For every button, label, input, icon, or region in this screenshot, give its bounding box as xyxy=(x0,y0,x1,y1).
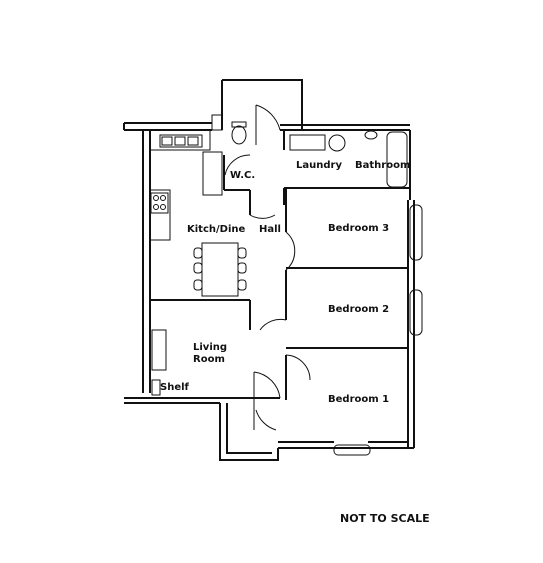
label-bedroom-2: Bedroom 2 xyxy=(328,304,389,315)
windows xyxy=(211,114,423,456)
label-shelf: Shelf xyxy=(160,382,190,393)
scale-note: NOT TO SCALE xyxy=(340,512,430,525)
fixtures xyxy=(150,121,408,396)
label-laundry: Laundry xyxy=(296,160,342,171)
label-bathroom: Bathroom xyxy=(355,160,410,171)
label-bedroom-1: Bedroom 1 xyxy=(328,394,389,405)
label-bedroom-3: Bedroom 3 xyxy=(328,223,389,234)
label-hall: Hall xyxy=(259,224,281,235)
room-labels: Laundry Bathroom W.C. Kitch/Dine Hall Be… xyxy=(160,160,410,405)
interior-walls xyxy=(150,129,409,400)
door-swings xyxy=(224,104,311,431)
label-living: Living xyxy=(193,342,227,353)
label-kitchen: Kitch/Dine xyxy=(187,224,246,235)
label-room: Room xyxy=(193,354,225,365)
label-wc: W.C. xyxy=(230,170,255,181)
